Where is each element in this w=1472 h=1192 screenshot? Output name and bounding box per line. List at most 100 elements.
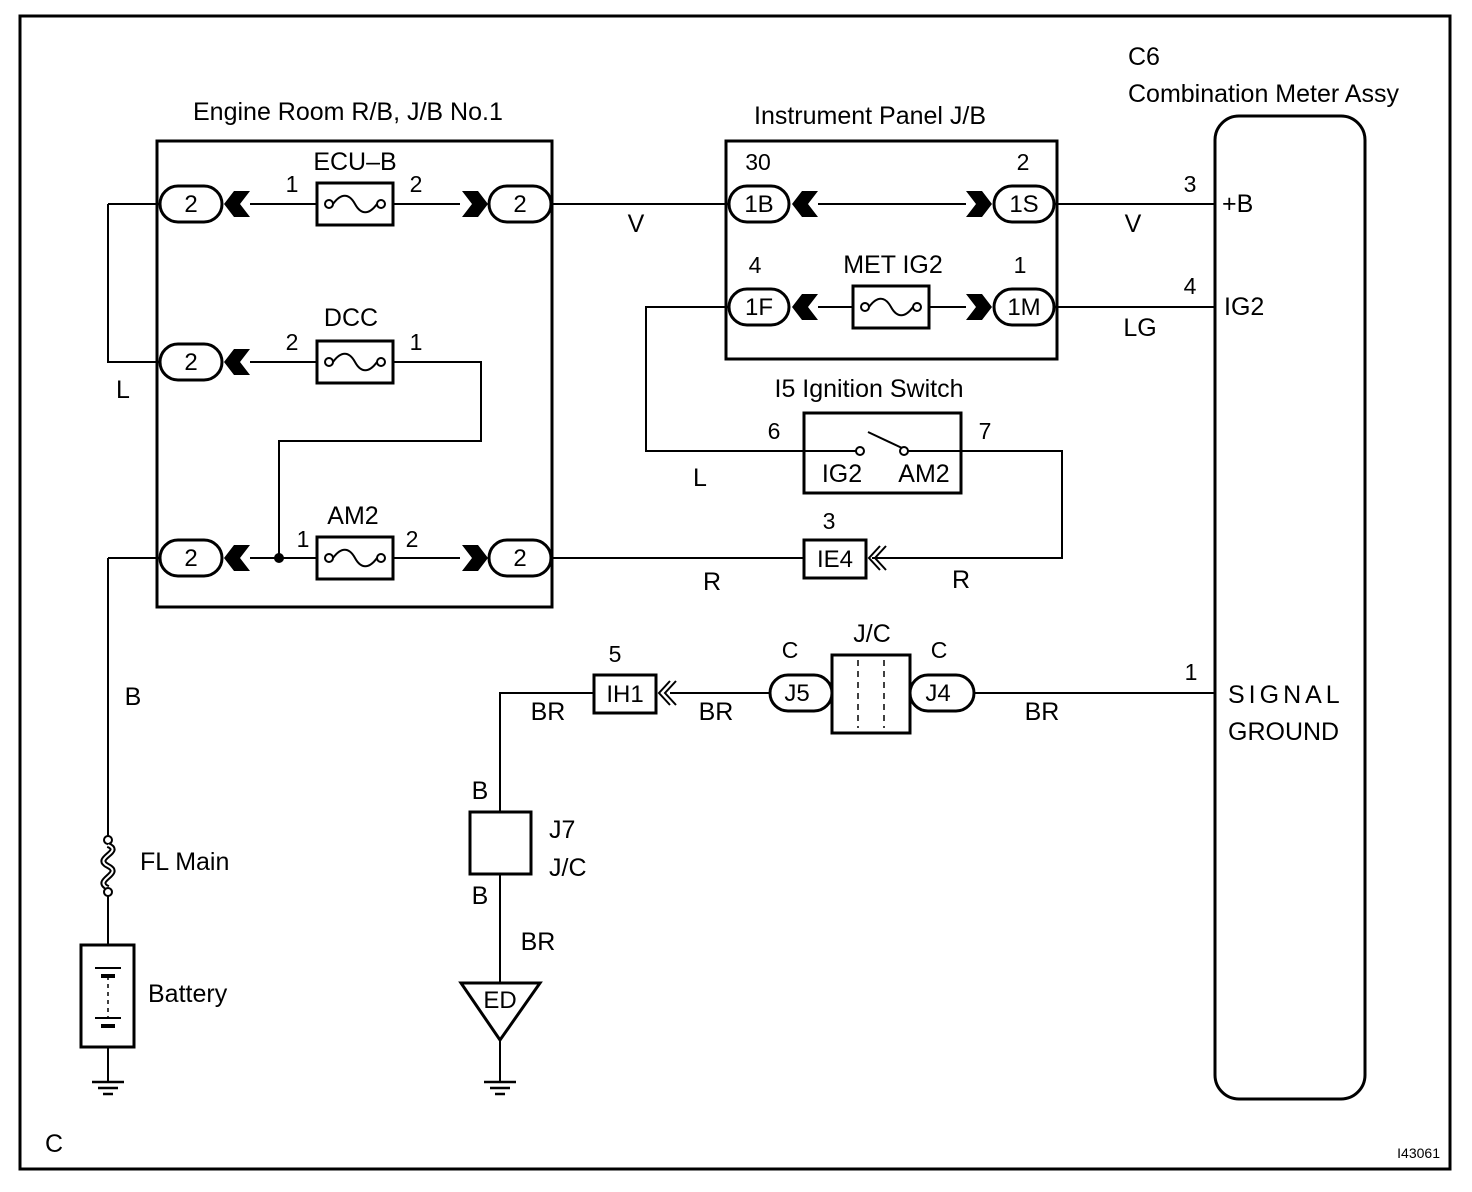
- svg-text:4: 4: [1184, 273, 1197, 299]
- diagram-frame: [18, 14, 1452, 1171]
- svg-text:B: B: [472, 777, 489, 805]
- connector-ip-1m: 1M: [992, 287, 1056, 327]
- combination-meter-box: [1213, 114, 1367, 1101]
- svg-text:4: 4: [749, 252, 762, 278]
- engine-room-jb-box: [155, 139, 554, 609]
- svg-text:2: 2: [410, 171, 423, 197]
- svg-text:3: 3: [823, 508, 836, 534]
- svg-text:1M: 1M: [1007, 294, 1040, 321]
- fuse-am2-icon: [315, 535, 395, 581]
- connector-ie4: IE4: [802, 538, 887, 580]
- junction-connector-jc: [830, 653, 912, 735]
- svg-text:2: 2: [513, 545, 526, 572]
- svg-text:J4: J4: [925, 680, 950, 707]
- j7-jc-label: J/C: [549, 854, 587, 882]
- connector-ip-1b: 1B: [727, 184, 791, 224]
- fusible-link-fl-main: [100, 835, 116, 897]
- connector-erjb-2-ecub-left: 2: [158, 184, 224, 224]
- svg-text:2: 2: [184, 191, 197, 218]
- svg-text:2: 2: [184, 349, 197, 376]
- svg-text:5: 5: [609, 641, 622, 667]
- fuse-ecub-label: ECU–B: [313, 148, 396, 176]
- svg-text:2: 2: [513, 191, 526, 218]
- connector-ip-1s: 1S: [992, 184, 1056, 224]
- instrument-panel-jb-box: [724, 139, 1059, 361]
- instrument-panel-jb-title: Instrument Panel J/B: [754, 102, 986, 130]
- connector-ih1: IH1: [592, 673, 677, 715]
- connector-j5: J5: [768, 673, 834, 713]
- engine-room-jb-title: Engine Room R/B, J/B No.1: [193, 98, 503, 126]
- connector-erjb-2-ecub-right: 2: [487, 184, 553, 224]
- svg-text:IH1: IH1: [606, 681, 643, 708]
- j7-label: J7: [549, 816, 575, 844]
- svg-text:BR: BR: [1025, 698, 1060, 726]
- ignition-switch-title: I5 Ignition Switch: [775, 375, 964, 403]
- svg-text:J5: J5: [784, 680, 809, 707]
- connector-erjb-2-dcc: 2: [158, 342, 224, 382]
- svg-text:3: 3: [1184, 171, 1197, 197]
- svg-text:V: V: [628, 210, 645, 238]
- svg-text:Battery: Battery: [148, 980, 228, 1008]
- corner-code: C: [45, 1130, 63, 1158]
- meter-name: Combination Meter Assy: [1128, 80, 1399, 108]
- switch-terminal-ig2: IG2: [822, 460, 862, 488]
- connector-erjb-2-am2-left: 2: [158, 538, 224, 578]
- svg-text:B: B: [125, 683, 142, 711]
- switch-terminal-am2: AM2: [898, 460, 949, 488]
- splice-dot: [274, 553, 284, 563]
- svg-text:1: 1: [297, 526, 310, 552]
- svg-text:R: R: [703, 568, 721, 596]
- ignition-switch-box: [802, 411, 963, 495]
- svg-text:V: V: [1125, 210, 1142, 238]
- svg-text:1: 1: [286, 171, 299, 197]
- meter-id: C6: [1128, 43, 1160, 71]
- ground-icon: [482, 1068, 518, 1096]
- connector-ip-1f: 1F: [727, 287, 791, 327]
- svg-text:6: 6: [768, 418, 781, 444]
- meter-terminal-signal: SIGNAL: [1228, 681, 1344, 709]
- svg-text:FL Main: FL Main: [140, 848, 229, 876]
- jc-label: J/C: [853, 620, 891, 648]
- fuse-met-ig2-icon: [851, 284, 931, 330]
- svg-text:2: 2: [406, 526, 419, 552]
- svg-text:1B: 1B: [744, 191, 773, 218]
- svg-text:L: L: [693, 464, 707, 492]
- svg-text:C: C: [931, 637, 948, 663]
- svg-text:1S: 1S: [1009, 191, 1038, 218]
- svg-text:1: 1: [410, 329, 423, 355]
- svg-text:BR: BR: [699, 698, 734, 726]
- meter-terminal-ig2: IG2: [1224, 293, 1264, 321]
- battery-icon: [79, 943, 136, 1049]
- svg-text:30: 30: [745, 149, 771, 175]
- svg-text:1F: 1F: [745, 294, 773, 321]
- fuse-dcc-icon: [315, 339, 395, 385]
- connector-j4: J4: [908, 673, 976, 713]
- svg-text:1: 1: [1185, 659, 1198, 685]
- svg-text:BR: BR: [521, 928, 556, 956]
- svg-text:C: C: [782, 637, 799, 663]
- svg-text:LG: LG: [1123, 314, 1156, 342]
- fuse-dcc-label: DCC: [324, 304, 378, 332]
- fuse-ecub-icon: [315, 181, 395, 227]
- svg-text:L: L: [116, 376, 130, 404]
- svg-text:BR: BR: [531, 698, 566, 726]
- fuse-am2-label: AM2: [327, 502, 378, 530]
- meter-terminal-ground: GROUND: [1228, 718, 1339, 746]
- fuse-met-ig2-label: MET IG2: [843, 251, 943, 279]
- svg-text:2: 2: [1017, 149, 1030, 175]
- svg-text:2: 2: [184, 545, 197, 572]
- svg-text:7: 7: [979, 418, 992, 444]
- svg-text:R: R: [952, 566, 970, 594]
- svg-text:2: 2: [286, 329, 299, 355]
- junction-connector-j7: [468, 810, 533, 876]
- svg-text:B: B: [472, 882, 489, 910]
- ground-point-ed: ED: [458, 981, 543, 1043]
- svg-text:IE4: IE4: [817, 546, 853, 573]
- meter-terminal-plus-b: +B: [1222, 190, 1253, 218]
- connector-erjb-2-am2-right: 2: [487, 538, 553, 578]
- ground-icon: [90, 1068, 126, 1096]
- svg-text:ED: ED: [483, 987, 516, 1014]
- figure-id: I43061: [1397, 1145, 1440, 1161]
- svg-text:1: 1: [1014, 252, 1027, 278]
